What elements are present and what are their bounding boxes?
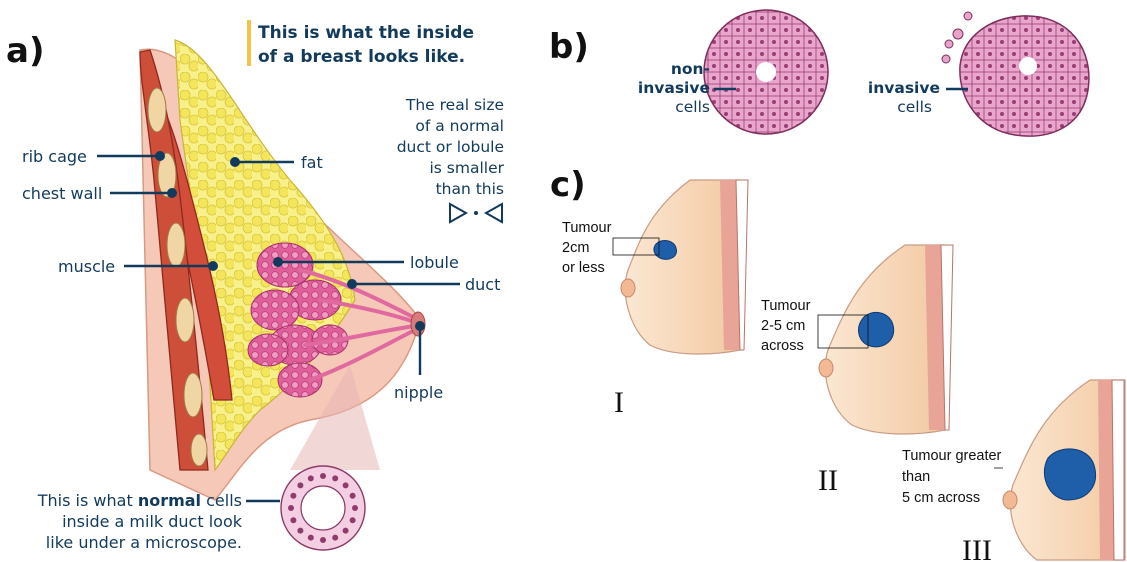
caption-line2: inside a milk duct look <box>62 512 243 531</box>
title-accent-bar <box>247 20 251 66</box>
duct-cell-nucleus <box>288 505 294 511</box>
size-note-line: of a normal <box>415 117 504 135</box>
non-invasive-cell-cluster <box>704 10 828 134</box>
stage-1-label-3: or less <box>562 260 605 276</box>
stage-2-label-3: across <box>761 338 804 354</box>
panel-a-title-line1: This is what the inside <box>258 23 474 43</box>
label-fat: fat <box>301 153 323 172</box>
size-dot-icon <box>474 211 478 215</box>
size-note-line: is smaller <box>429 159 504 177</box>
duct-cell-nucleus <box>320 537 326 543</box>
stage-3-label-3: 5 cm across <box>902 490 980 506</box>
stage-2-label-2: 2-5 cm <box>761 318 805 334</box>
stage-2-numeral: II <box>818 464 838 497</box>
duct-cell-nucleus <box>352 505 358 511</box>
size-arrow-right-icon <box>450 204 466 222</box>
stage-3-numeral: III <box>962 534 992 562</box>
label-rib-cage: rib cage <box>22 147 87 166</box>
caption-line3: like under a microscope. <box>46 533 242 552</box>
label-lobule: lobule <box>410 253 459 272</box>
stage-3-tumour <box>1044 449 1095 500</box>
panel-a-title-line2: of a breast looks like. <box>258 47 465 67</box>
duct-cell-nucleus <box>290 517 296 523</box>
duct-cell-nucleus <box>350 517 356 523</box>
non-invasive-label-2: invasive <box>638 79 710 97</box>
non-invasive-label-1: non- <box>671 60 710 78</box>
stage-1-breast <box>621 180 748 354</box>
duct-cell-nucleus <box>320 473 326 479</box>
label-nipple: nipple <box>394 383 443 402</box>
stage-1-label-2: 2cm <box>562 240 589 256</box>
breast-cross-section <box>140 40 425 500</box>
stage-3-label-2: than <box>902 469 930 485</box>
label-muscle: muscle <box>58 257 115 276</box>
stage-1-label-1: Tumour <box>562 220 612 236</box>
panel-a-letter: a) <box>6 31 44 71</box>
stage-3-breast <box>1003 380 1125 560</box>
panel-b-letter: b) <box>549 27 589 67</box>
invasive-cell-cluster <box>942 12 1089 136</box>
duct-cell-nucleus <box>290 493 296 499</box>
duct-cell-nucleus <box>343 482 349 488</box>
size-note-line: than this <box>436 180 504 198</box>
size-note-line: The real size <box>405 96 504 114</box>
caption-pre: This is what <box>37 491 138 510</box>
size-note-line: duct or lobule <box>397 138 504 156</box>
svg-text:This is what normal cells: This is what normal cells <box>37 491 242 510</box>
caption-bold: normal <box>138 491 201 510</box>
microscope-caption: This is what normal cells inside a milk … <box>37 491 243 552</box>
size-arrow-left-icon <box>486 204 502 222</box>
label-duct: duct <box>465 275 500 294</box>
stage-2-label-1: Tumour <box>761 298 811 314</box>
stage-3-label-1: Tumour greater <box>902 448 1002 464</box>
caption-post: cells <box>201 491 242 510</box>
duct-cell-nucleus <box>308 535 314 541</box>
stage-2-breast <box>819 245 953 434</box>
non-invasive-label-3: cells <box>675 98 710 116</box>
stage-1-numeral: I <box>614 386 624 419</box>
duct-microscope-ring <box>281 466 365 550</box>
size-note: The real size of a normal duct or lobule… <box>397 96 505 222</box>
duct-cell-nucleus <box>297 482 303 488</box>
duct-cell-nucleus <box>343 528 349 534</box>
duct-cell-nucleus <box>297 528 303 534</box>
stage-1-tumour <box>654 241 677 260</box>
duct-cell-nucleus <box>332 535 338 541</box>
duct-cell-nucleus <box>350 493 356 499</box>
invasive-label-1: invasive <box>868 79 940 97</box>
panel-c-letter: c) <box>550 165 586 205</box>
duct-cell-nucleus <box>332 475 338 481</box>
duct-cell-nucleus <box>308 475 314 481</box>
invasive-label-2: cells <box>897 98 932 116</box>
label-chest-wall: chest wall <box>22 184 102 203</box>
stage-2-tumour <box>859 312 894 346</box>
